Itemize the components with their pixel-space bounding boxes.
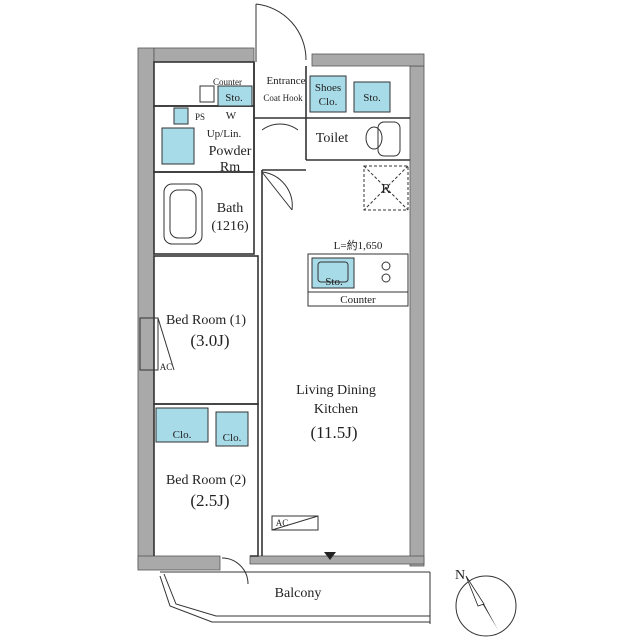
interior-walls: [153, 61, 410, 557]
label-clo-right: Clo.: [223, 432, 242, 444]
label-sto-entrance: Sto.: [225, 92, 243, 104]
label-ac-ldk: AC: [276, 518, 289, 528]
label-uplin: Up/Lin.: [207, 128, 242, 140]
label-bed2-size: (2.5J): [190, 491, 229, 510]
balcony: [159, 571, 431, 624]
label-counter-top: Counter: [213, 77, 242, 87]
label-ldk-size: (11.5J): [310, 423, 357, 442]
label-balcony: Balcony: [275, 586, 322, 601]
label-ps: PS: [195, 112, 205, 122]
label-kitchen-length: L=約1,650: [334, 238, 383, 252]
label-ldk-2: Kitchen: [314, 402, 358, 417]
arrow-marker: [324, 552, 336, 560]
label-shoes-clo: Clo.: [319, 96, 338, 108]
label-coat-hook: Coat Hook: [263, 93, 303, 103]
label-ldk-1: Living Dining: [296, 383, 376, 398]
doors: [221, 3, 307, 585]
storage-fills: [155, 75, 391, 447]
outer-walls: [137, 47, 425, 571]
label-fridge-r: R: [381, 182, 391, 197]
label-w: W: [226, 110, 237, 122]
label-powder: Powder: [209, 144, 252, 159]
north-arrow-icon: [455, 575, 517, 637]
label-clo-left: Clo.: [173, 429, 192, 441]
label-north: N: [455, 568, 465, 583]
label-shoes: Shoes: [315, 82, 341, 94]
label-bed1-size: (3.0J): [190, 331, 229, 350]
label-entrance: Entrance: [266, 75, 305, 87]
label-bath: Bath: [217, 201, 243, 216]
label-sto-kitchen: Sto.: [325, 276, 343, 288]
label-bed2: Bed Room (2): [166, 473, 246, 488]
label-ac-bed: AC: [160, 362, 173, 372]
label-powder-rm: Rm: [220, 160, 240, 175]
label-bath-size: (1216): [211, 219, 249, 234]
label-bed1: Bed Room (1): [166, 313, 246, 328]
label-toilet: Toilet: [316, 131, 349, 146]
label-sto-toilet: Sto.: [363, 92, 381, 104]
label-kitchen-counter: Counter: [340, 294, 376, 306]
fixtures: [139, 85, 409, 531]
